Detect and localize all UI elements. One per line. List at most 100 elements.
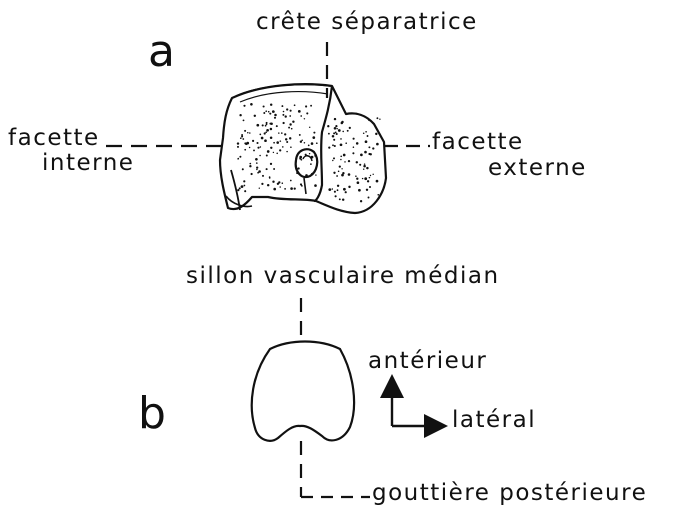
stipple-dot [294,104,296,106]
stipple-dot [366,167,368,169]
stipple-dot [256,169,258,171]
stipple-dot [270,103,272,105]
stipple-dot [249,147,250,148]
stipple-dot [266,154,268,156]
stipple-dot [267,184,269,186]
stipple-dot [339,165,341,167]
stipple-dot [281,105,283,107]
stipple-dot [349,127,351,129]
stipple-dot [297,167,299,169]
stipple-dot [356,178,358,180]
stipple-dot [332,135,335,138]
stipple-dot [286,108,288,110]
stipple-dot [273,152,274,153]
label-gouttiere-posterieure: gouttière postérieure [372,482,647,505]
stipple-dot [334,191,336,193]
stipple-dot [250,103,253,106]
panel-a-letter: a [148,30,175,74]
stipple-dot [370,175,371,176]
stipple-dot [244,142,246,144]
stipple-dot [338,129,341,132]
stipple-dot [282,182,284,184]
stipple-dot [338,171,340,173]
stipple-dot [309,153,310,154]
stipple-dot [335,125,337,127]
stipple-dot [368,146,370,148]
stipple-dot [332,144,334,146]
stipple-dot [289,137,291,139]
stipple-dot [243,181,245,183]
stipple-dot [254,115,256,117]
label-sillon-vasculaire-median: sillon vasculaire médian [186,265,500,288]
stipple-dot [344,161,346,163]
stipple-dot [342,172,344,174]
stipple-dot [309,127,310,128]
stipple-dot [242,168,244,170]
stipple-dot [333,157,335,159]
stipple-dot [334,118,336,120]
stipple-dot [273,188,276,191]
label-facette-externe-line2: externe [488,157,587,180]
stipple-dot [306,112,308,114]
stipple-dot [237,142,239,144]
stipple-dot [290,187,293,190]
stipple-dot [332,188,334,190]
stipple-dot [266,129,269,132]
stipple-dot [364,163,366,165]
stipple-dot [264,132,266,134]
stipple-dot [286,141,288,143]
stipple-dot [259,188,260,189]
stipple-dot [305,105,307,107]
stipple-dot [333,139,335,141]
stipple-dot [359,164,361,166]
stipple-dot [363,168,364,169]
stipple-dot [337,185,339,187]
stipple-dot [291,128,293,130]
stipple-dot [377,194,379,196]
bone-stipple-shading [237,103,381,202]
stipple-dot [311,173,313,175]
stipple-dot [298,110,301,113]
stipple-dot [239,187,241,189]
stipple-dot [237,189,239,191]
stipple-dot [284,188,286,190]
stipple-dot [362,178,363,179]
stipple-dot [308,145,310,147]
stipple-dot [340,143,343,146]
stipple-dot [282,146,284,148]
stipple-dot [238,158,240,160]
stipple-dot [256,124,259,127]
stipple-dot [348,173,351,176]
stipple-dot [269,113,271,115]
stipple-dot [289,115,291,117]
stipple-dot [279,186,281,188]
label-crete-separatrice: crête séparatrice [256,11,478,34]
stipple-dot [300,115,302,117]
stipple-dot [342,198,344,200]
stipple-dot [278,132,279,133]
stipple-dot [376,143,379,146]
stipple-dot [249,132,251,134]
stipple-dot [274,117,276,119]
stipple-dot [328,133,330,135]
stipple-dot [269,177,271,179]
stipple-dot [299,158,301,160]
label-lateral: latéral [452,409,536,432]
stipple-dot [257,172,259,174]
stipple-dot [348,186,350,188]
stipple-dot [270,123,273,126]
stipple-dot [256,142,258,144]
stipple-dot [310,163,312,165]
stipple-dot [334,145,336,147]
stipple-dot [243,105,245,107]
stipple-dot [259,134,261,136]
stipple-dot [301,185,303,187]
stipple-dot [333,172,335,174]
stipple-dot [356,161,358,163]
label-anterieur: antérieur [368,350,487,373]
stipple-dot [263,112,265,114]
stipple-dot [367,180,369,182]
stipple-dot [340,155,342,157]
stipple-dot [249,163,251,165]
